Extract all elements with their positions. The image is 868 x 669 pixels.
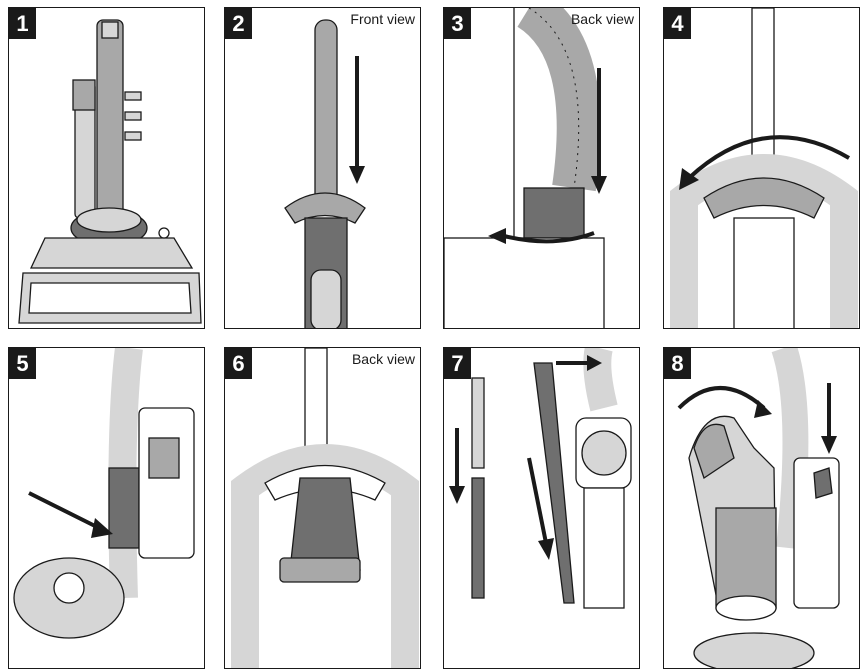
step-number: 8 [664, 348, 691, 379]
step-panel-6: 6 Back view [224, 347, 421, 669]
step-panel-8: 8 [663, 347, 860, 669]
step-panel-4: 4 [663, 7, 860, 329]
wand-insertion-illustration [284, 19, 366, 328]
step-number: 5 [9, 348, 36, 379]
arrow-curved-icon [488, 228, 595, 244]
arrow-down-icon [449, 428, 465, 504]
arrow-right-icon [28, 491, 113, 538]
dust-cup-illustration [677, 348, 840, 668]
arrow-down-icon [349, 56, 365, 184]
step-panel-7: 7 [443, 347, 640, 669]
arrow-curved-icon [677, 386, 772, 418]
step-number: 3 [444, 8, 471, 39]
view-note: Back view [351, 351, 415, 367]
step-number: 6 [225, 348, 252, 379]
hose-twist-illustration [444, 8, 607, 328]
step-panel-5: 5 [8, 347, 205, 669]
arrow-down-icon [527, 457, 554, 560]
arrow-right-icon [556, 355, 602, 371]
view-note: Back view [570, 11, 634, 27]
upright-vacuum-illustration [18, 19, 202, 324]
hose-clip-illustration [13, 348, 195, 639]
arrow-down-icon [591, 68, 607, 194]
step-number: 4 [664, 8, 691, 39]
hose-stored-illustration [231, 348, 419, 668]
step-panel-3: 3 Back view [443, 7, 640, 329]
step-panel-2: 2 Front view [224, 7, 421, 329]
crevice-tool-illustration [449, 348, 632, 609]
step-number: 2 [225, 8, 252, 39]
hose-wrap-illustration [670, 8, 858, 328]
step-number: 1 [9, 8, 36, 39]
step-number: 7 [444, 348, 471, 379]
step-panel-1: 1 [8, 7, 205, 329]
arrow-down-icon [821, 383, 837, 454]
arrow-curved-icon [679, 135, 851, 190]
view-note: Front view [350, 11, 415, 27]
